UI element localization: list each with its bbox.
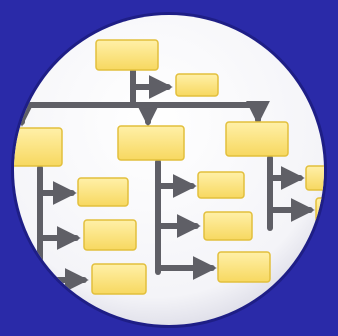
leaf-box-mid-2 — [203, 211, 253, 241]
branch-box-middle — [117, 125, 185, 161]
branch-box-left — [14, 127, 63, 167]
leaf-box-right-1 — [305, 165, 324, 191]
leaf-box-left-1 — [77, 177, 129, 207]
leaf-box-mid-3 — [217, 251, 271, 283]
leaf-box-mid-1 — [197, 171, 245, 199]
note-box — [175, 73, 219, 97]
leaf-box-left-3 — [91, 263, 147, 295]
root-box — [95, 39, 159, 71]
leaf-box-left-2 — [83, 219, 137, 251]
chart-boxes — [14, 39, 324, 295]
branch-box-right — [225, 121, 289, 157]
